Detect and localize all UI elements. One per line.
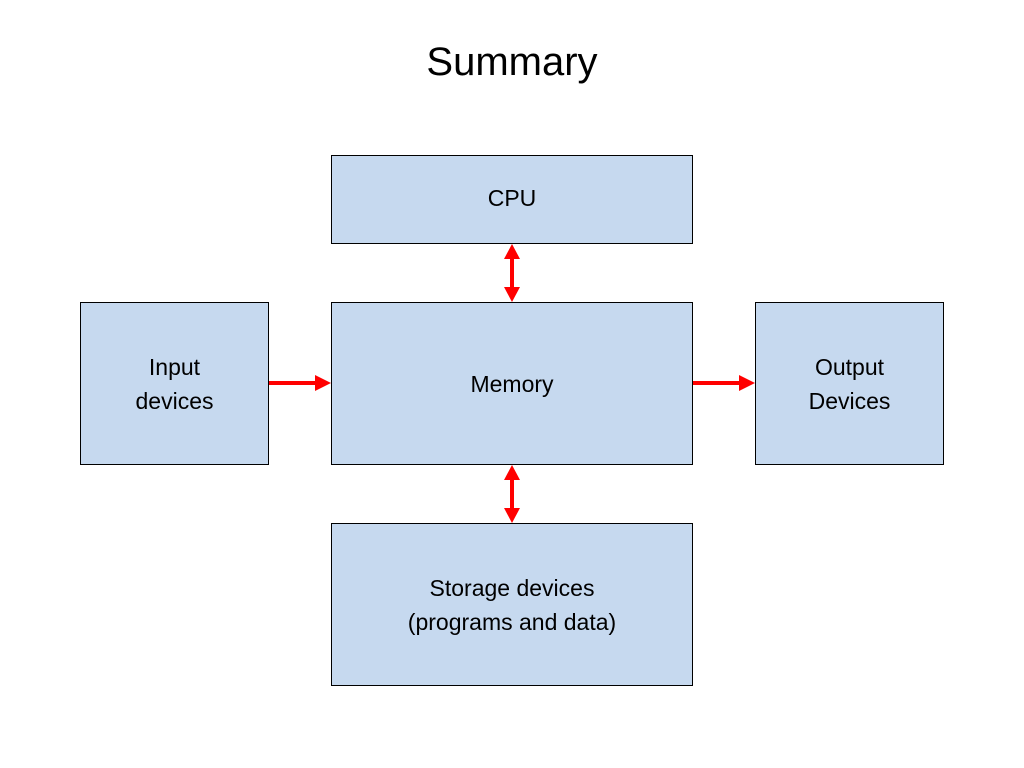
- output-devices-label: Output Devices: [808, 353, 891, 414]
- input-devices-label: Input devices: [135, 353, 214, 414]
- arrow-memory-to-output: [693, 375, 755, 391]
- memory-box: Memory: [331, 302, 693, 465]
- arrow-memory-storage-bidirectional: [504, 465, 520, 523]
- page-title: Summary: [426, 40, 598, 84]
- cpu-label: CPU: [487, 184, 537, 211]
- arrow-input-to-memory: [269, 375, 331, 391]
- input-devices-box: Input devices: [80, 302, 269, 465]
- storage-devices-box: Storage devices (programs and data): [331, 523, 693, 686]
- cpu-box: CPU: [331, 155, 693, 244]
- memory-label: Memory: [470, 370, 554, 397]
- storage-devices-label: Storage devices (programs and data): [407, 574, 617, 635]
- arrow-cpu-memory-bidirectional: [504, 244, 520, 302]
- output-devices-box: Output Devices: [755, 302, 944, 465]
